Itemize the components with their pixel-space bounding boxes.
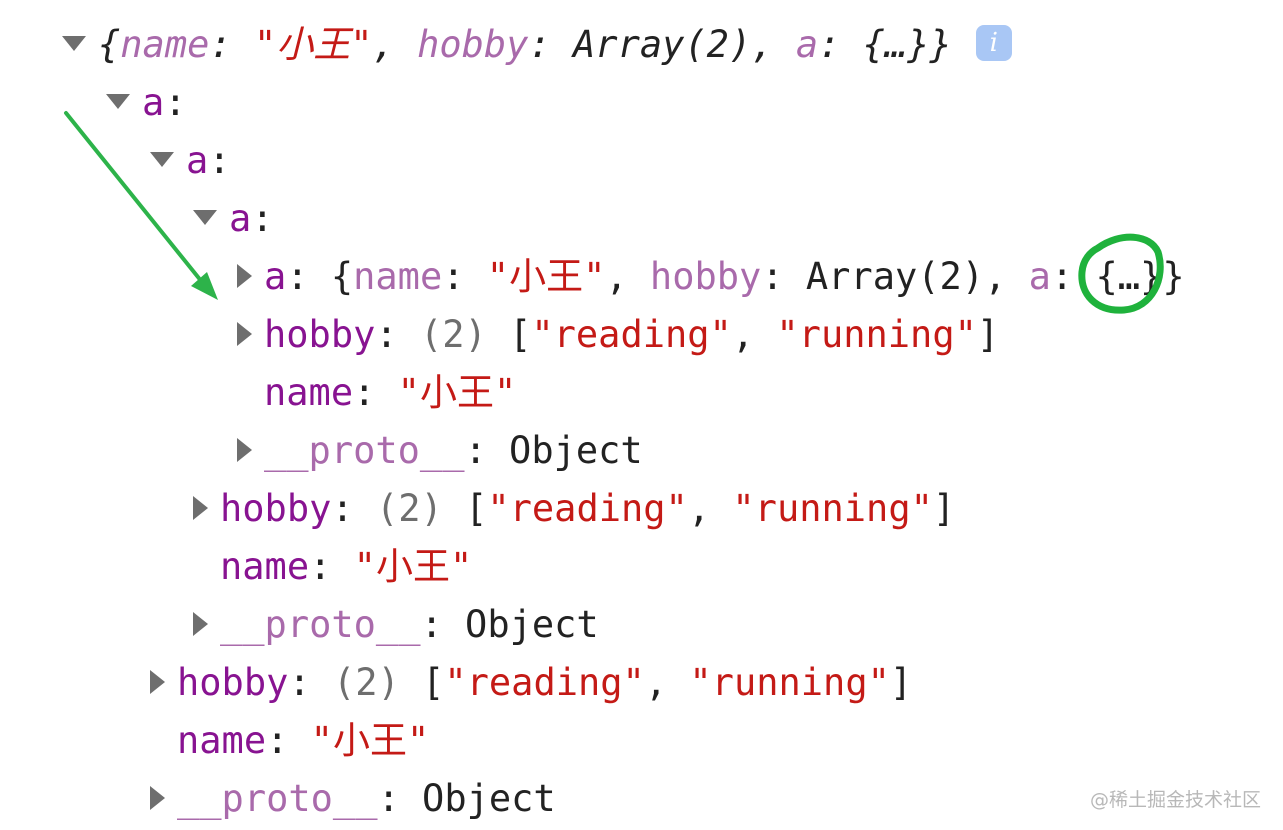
green-arrow-icon bbox=[64, 111, 218, 300]
green-highlight-circle-icon bbox=[1078, 233, 1164, 314]
root-hobby-key: hobby bbox=[417, 23, 529, 66]
tree-row-hobby-level4[interactable]: hobby: (2) ["reading", "running"] bbox=[237, 306, 999, 364]
expand-triangle-icon[interactable] bbox=[150, 152, 174, 167]
expand-triangle-icon[interactable] bbox=[106, 94, 130, 109]
root-name-value: "小王" bbox=[253, 23, 373, 66]
tree-row-proto-level3[interactable]: __proto__: Object bbox=[193, 596, 599, 654]
tree-row-proto-level4[interactable]: __proto__: Object bbox=[237, 422, 643, 480]
collapse-triangle-icon[interactable] bbox=[237, 263, 252, 288]
info-icon[interactable]: i bbox=[975, 24, 1012, 61]
tree-row-name-level2: name: "小王" bbox=[177, 719, 430, 762]
tree-row-name-level4: name: "小王" bbox=[264, 371, 517, 414]
root-a-key: a bbox=[795, 23, 819, 66]
collapse-triangle-icon[interactable] bbox=[193, 495, 208, 520]
tree-row-proto-level2[interactable]: __proto__: Object bbox=[150, 770, 556, 828]
expand-triangle-icon[interactable] bbox=[193, 210, 217, 225]
collapse-triangle-icon[interactable] bbox=[193, 611, 208, 636]
tree-row-a-level3[interactable]: a: bbox=[193, 190, 274, 248]
collapse-triangle-icon[interactable] bbox=[237, 321, 252, 346]
collapse-triangle-icon[interactable] bbox=[237, 437, 252, 462]
collapse-triangle-icon[interactable] bbox=[150, 785, 165, 810]
tree-row-name-level3: name: "小王" bbox=[220, 545, 473, 588]
root-hobby-value: Array(2) bbox=[573, 23, 752, 66]
root-a-value: {…} bbox=[862, 23, 930, 66]
expand-triangle-icon[interactable] bbox=[62, 36, 86, 51]
collapse-triangle-icon[interactable] bbox=[150, 669, 165, 694]
tree-row-hobby-level2[interactable]: hobby: (2) ["reading", "running"] bbox=[150, 654, 912, 712]
tree-row-hobby-level3[interactable]: hobby: (2) ["reading", "running"] bbox=[193, 480, 955, 538]
tree-row-a-level4-summary[interactable]: a: {name: "小王", hobby: Array(2), a: {…}} bbox=[237, 248, 1185, 306]
watermark: @稀土掘金技术社区 bbox=[1089, 789, 1261, 811]
root-name-key: name bbox=[120, 23, 210, 66]
tree-row-a-level2[interactable]: a: bbox=[150, 132, 231, 190]
circled-a-key: a bbox=[1028, 255, 1051, 298]
tree-row-a-level1[interactable]: a: bbox=[106, 74, 187, 132]
root-object-row[interactable]: {name: "小王", hobby: Array(2), a: {…}}i bbox=[62, 16, 1012, 74]
